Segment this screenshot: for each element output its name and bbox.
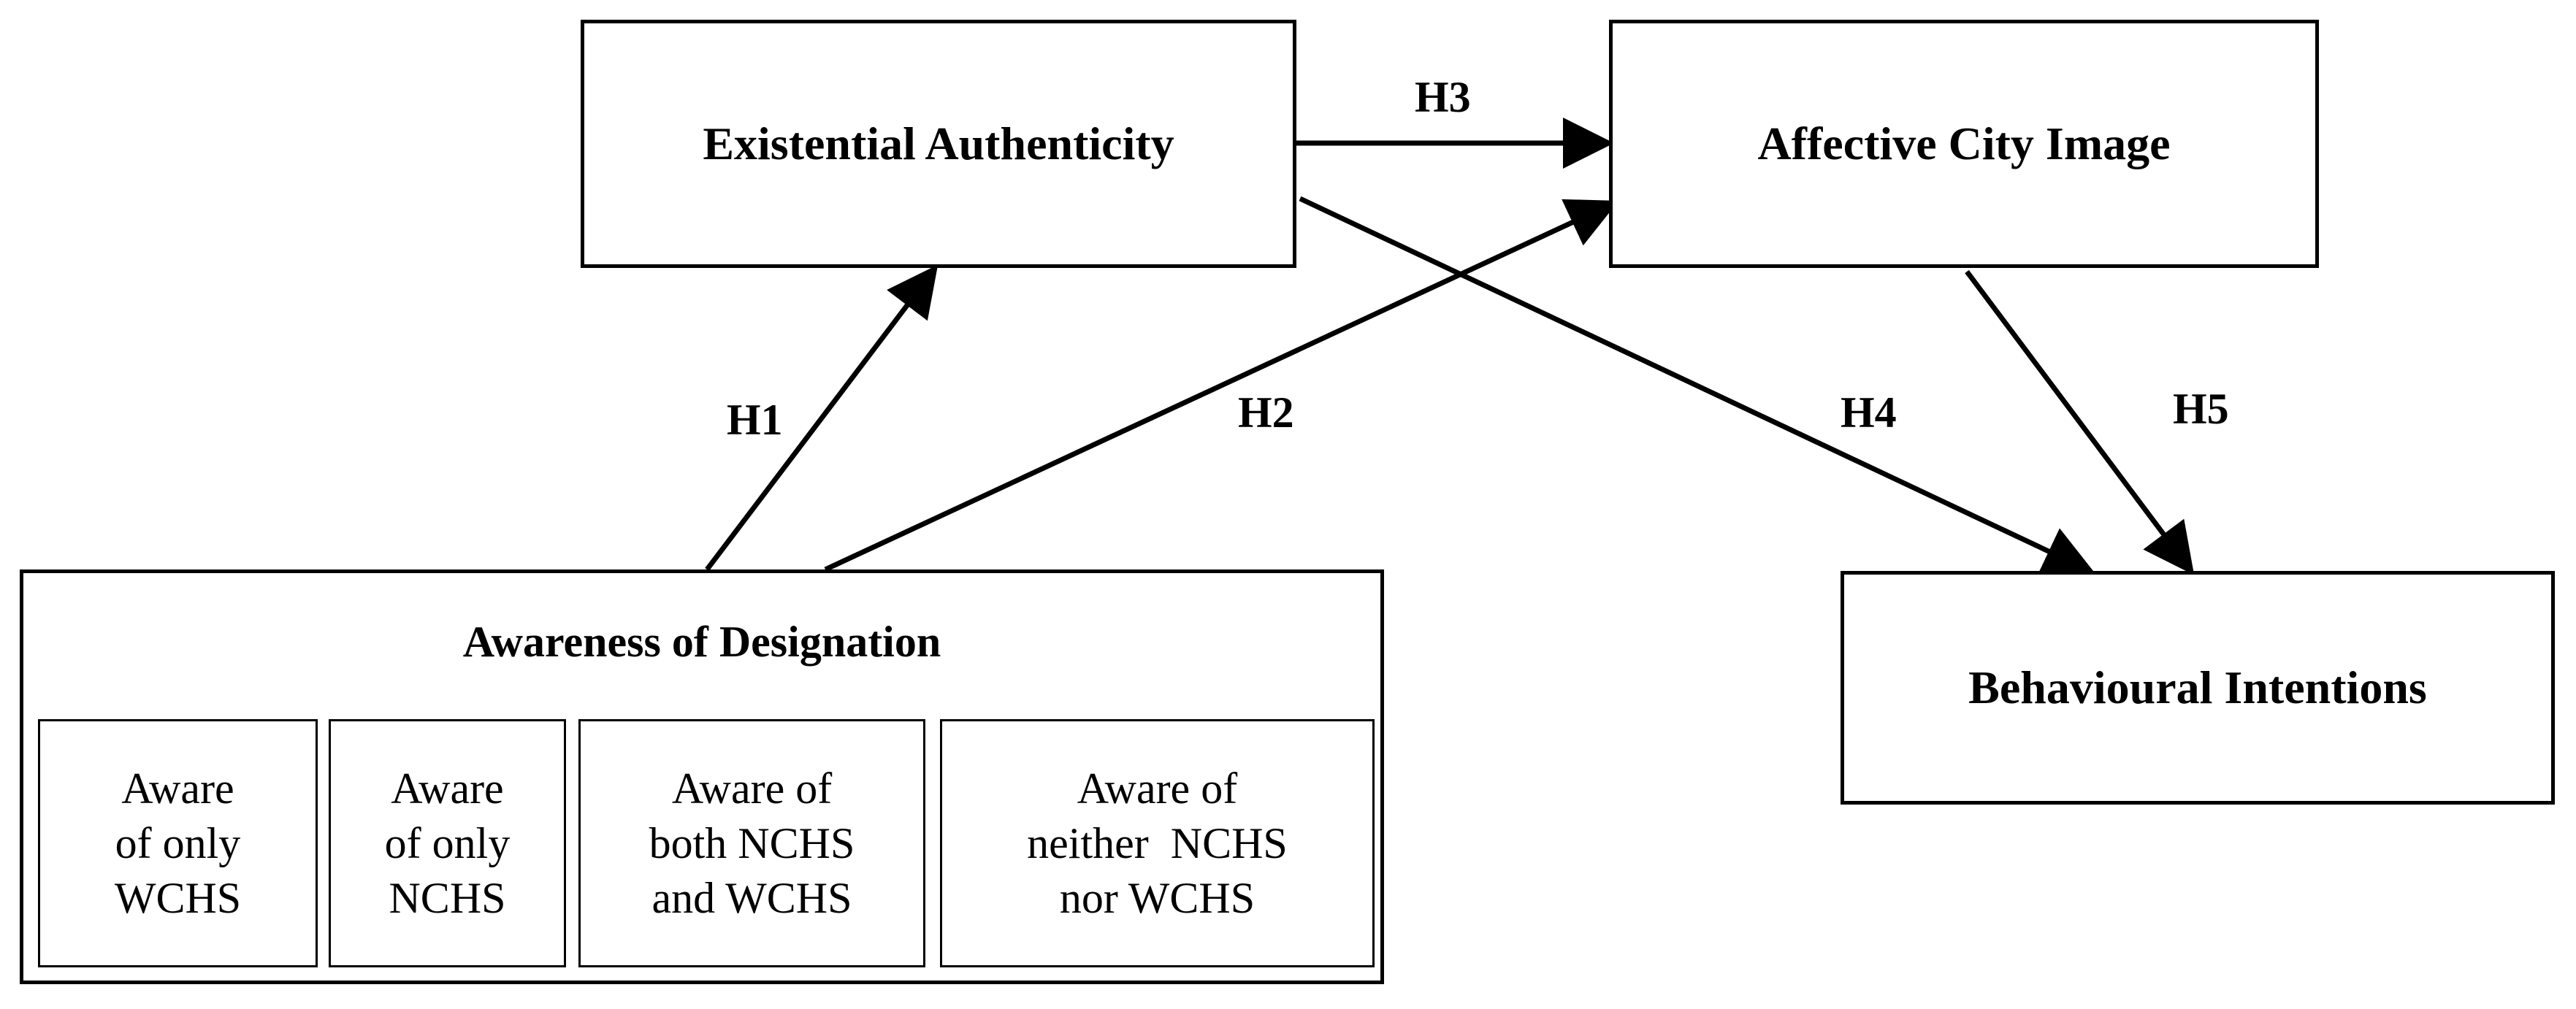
- arrow-h5: [1965, 269, 2195, 575]
- awareness-of-designation-box: Awareness of Designation Aware of only W…: [20, 569, 1384, 984]
- hypothesis-label-h5: H5: [2173, 385, 2229, 433]
- category-line: of only: [384, 818, 511, 867]
- arrow-h4: [1299, 196, 2095, 575]
- awareness-of-designation-title: Awareness of Designation: [462, 618, 941, 666]
- category-aware-only-wchs: Aware of only WCHS: [38, 719, 318, 967]
- category-line: Aware of: [671, 764, 833, 813]
- arrow-h1: [705, 264, 939, 572]
- affective-city-image-box: Affective City Image: [1609, 20, 2319, 268]
- category-line: Aware: [121, 764, 234, 813]
- behavioural-intentions-label: Behavioural Intentions: [1968, 661, 2427, 713]
- hypothesis-label-h4: H4: [1841, 388, 1897, 437]
- category-line: NCHS: [389, 873, 506, 922]
- category-line: and WCHS: [651, 873, 852, 922]
- category-line: of only: [115, 818, 241, 867]
- category-line: WCHS: [114, 873, 242, 922]
- category-line: neither NCHS: [1027, 818, 1288, 867]
- existential-authenticity-box: Existential Authenticity: [581, 20, 1296, 268]
- category-aware-both: Aware of both NCHS and WCHS: [578, 719, 925, 967]
- category-line: Aware of: [1077, 764, 1238, 813]
- hypothesis-label-h3: H3: [1415, 73, 1471, 121]
- hypothesis-label-h2: H2: [1238, 388, 1294, 437]
- category-aware-only-nchs: Aware of only NCHS: [329, 719, 566, 967]
- affective-city-image-label: Affective City Image: [1757, 117, 2171, 169]
- category-line: Aware: [391, 764, 504, 813]
- category-line: both NCHS: [649, 818, 855, 867]
- arrow-h2: [824, 199, 1619, 572]
- category-line: nor WCHS: [1059, 873, 1255, 922]
- category-aware-neither: Aware of neither NCHS nor WCHS: [940, 719, 1375, 967]
- hypothesis-label-h1: H1: [727, 396, 783, 444]
- existential-authenticity-label: Existential Authenticity: [703, 117, 1174, 169]
- behavioural-intentions-box: Behavioural Intentions: [1841, 571, 2555, 805]
